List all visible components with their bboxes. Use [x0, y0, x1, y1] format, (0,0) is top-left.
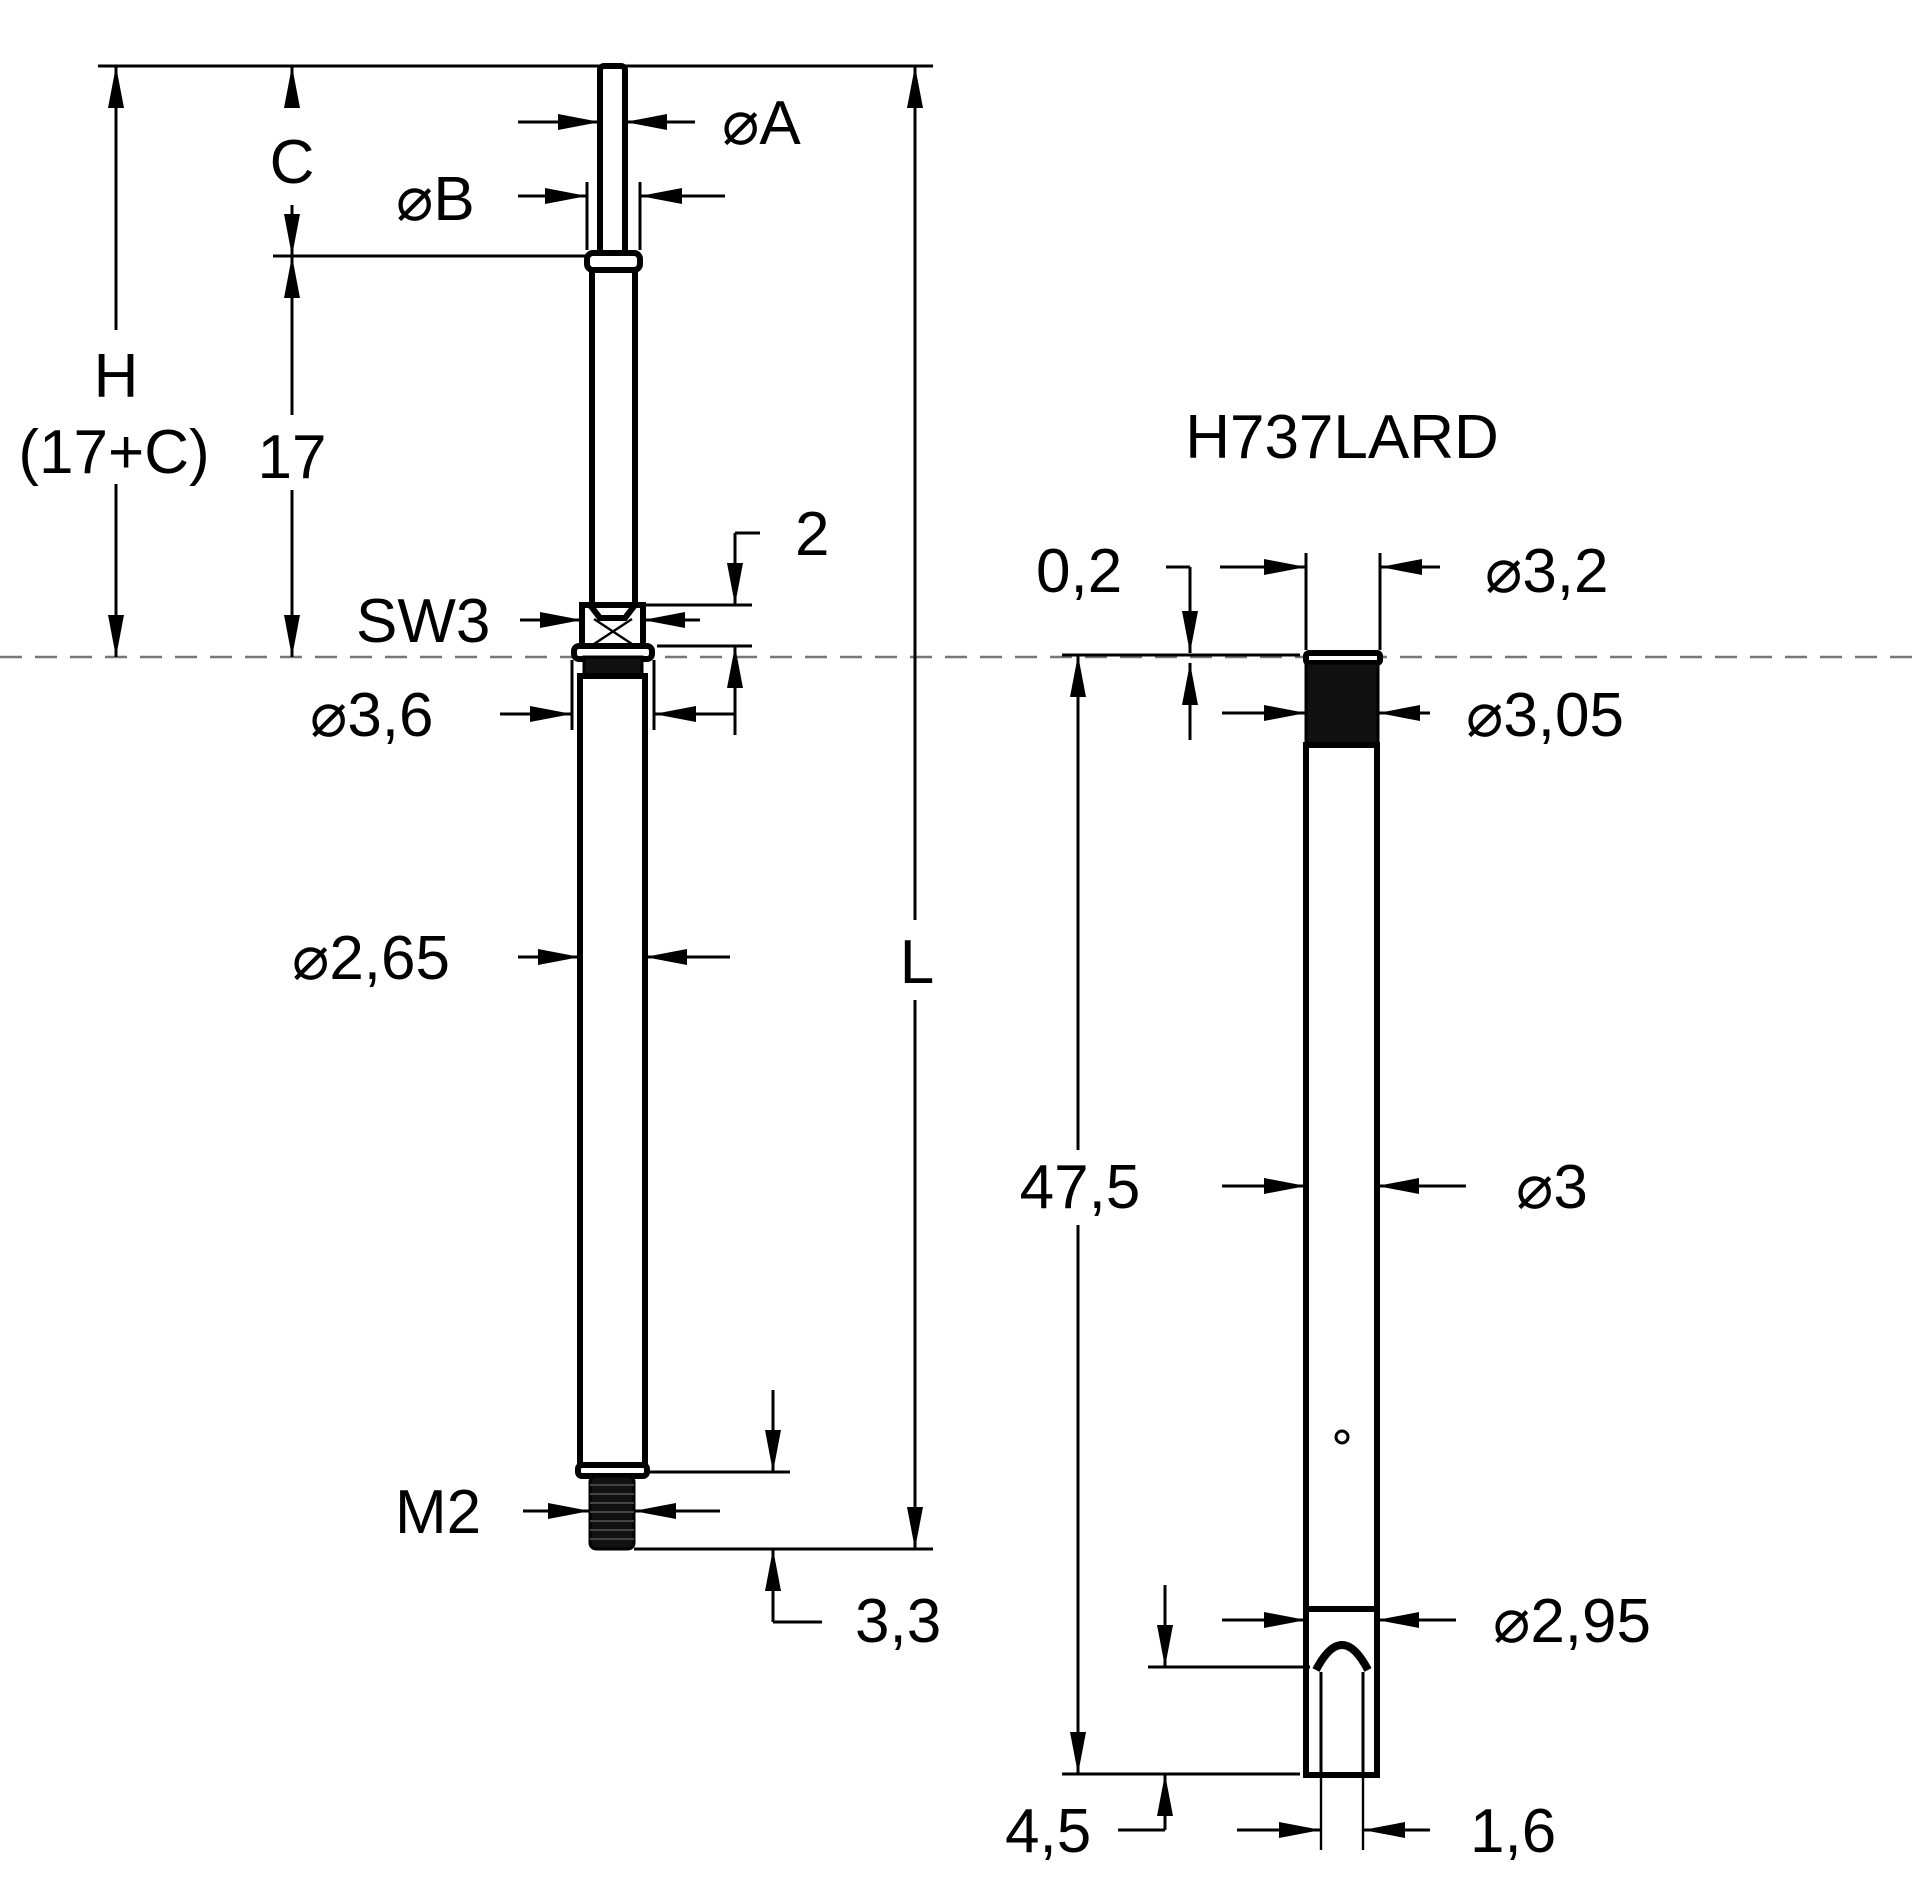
dim-l: L	[900, 66, 934, 1549]
crimp-slot	[1312, 1641, 1372, 1672]
label-17: 17	[258, 423, 327, 492]
label-dia-b: ⌀B	[396, 165, 475, 234]
upper-barrel	[589, 267, 638, 608]
dim-dia-3: ⌀3	[1222, 1153, 1588, 1222]
dim-0-2: 0,2	[1036, 537, 1198, 740]
part-title: H737LARD	[1185, 403, 1499, 472]
dim-3-3: 3,3	[634, 1390, 941, 1656]
dim-dia-3-05: ⌀3,05	[1222, 681, 1624, 750]
cross-hole	[1334, 1429, 1350, 1445]
dim-dia-b: ⌀B	[396, 165, 725, 250]
plunger-tip	[597, 63, 628, 259]
label-l: L	[900, 928, 934, 997]
dim-dia-3-6: ⌀3,6	[310, 660, 735, 750]
dim-dia-2-65: ⌀2,65	[292, 924, 730, 993]
dim-m2: M2	[395, 1478, 720, 1547]
label-dia-3-6: ⌀3,6	[310, 681, 434, 750]
label-sw3: SW3	[356, 587, 490, 656]
dim-h: H (17+C)	[18, 66, 210, 657]
dim-1-6: 1,6	[1237, 1775, 1556, 1866]
knurled-ring	[582, 655, 644, 677]
left-part-drawing: H (17+C) C 17 L	[18, 63, 941, 1656]
label-dia-3-2: ⌀3,2	[1485, 537, 1609, 606]
dim-47-5: 47,5	[1020, 653, 1300, 1776]
label-m2: M2	[395, 1478, 481, 1547]
dim-sw3: SW3	[356, 587, 700, 656]
receptacle-body	[1303, 742, 1380, 1612]
dim-dia-a: ⌀A	[518, 89, 801, 158]
label-2: 2	[795, 500, 829, 569]
dim-4-5: 4,5	[1005, 1585, 1310, 1866]
label-0-2: 0,2	[1036, 537, 1122, 606]
label-1-6: 1,6	[1470, 1797, 1556, 1866]
dim-c: C	[270, 66, 315, 256]
label-dia-2-95: ⌀2,95	[1493, 1587, 1651, 1656]
receptacle-knurl	[1304, 661, 1380, 747]
label-c: C	[270, 128, 315, 197]
label-4-5: 4,5	[1005, 1797, 1091, 1866]
dim-17: 17	[258, 256, 327, 657]
dim-dia-2-95: ⌀2,95	[1222, 1587, 1651, 1656]
label-dia-2-65: ⌀2,65	[292, 924, 450, 993]
dim-dia-3-2: ⌀3,2	[1220, 537, 1609, 650]
barrel-shoulder	[575, 1462, 650, 1479]
dim-2: 2	[643, 500, 829, 735]
label-dia-3: ⌀3	[1516, 1153, 1588, 1222]
main-barrel	[577, 673, 648, 1472]
hex-nut	[579, 602, 646, 649]
label-h: H	[94, 342, 139, 411]
label-47-5: 47,5	[1020, 1153, 1141, 1222]
crimp-section	[1303, 1606, 1380, 1778]
label-dia-3-05: ⌀3,05	[1466, 681, 1624, 750]
label-dia-a: ⌀A	[722, 89, 801, 158]
label-3-3: 3,3	[855, 1587, 941, 1656]
label-h-formula: (17+C)	[18, 418, 209, 487]
right-part-drawing: H737LARD 0,2 ⌀3,2	[1005, 403, 1651, 1866]
